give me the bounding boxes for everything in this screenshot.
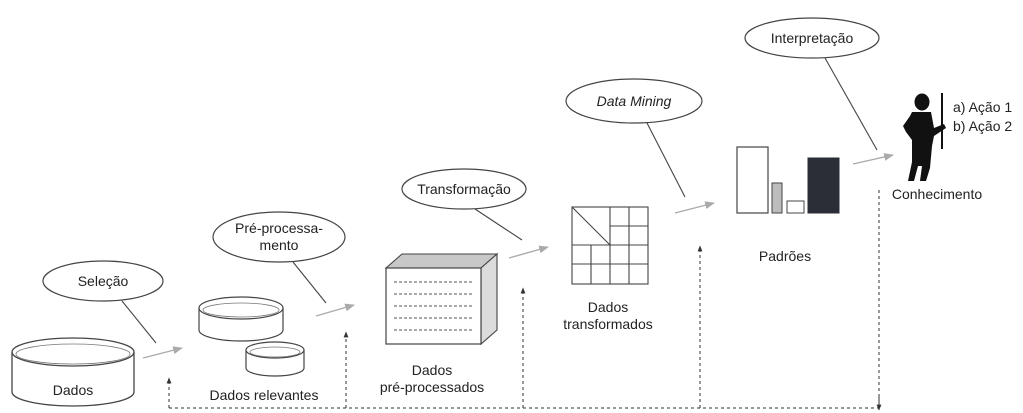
interpretacao-pointer <box>824 57 878 151</box>
arrow-3 <box>508 245 549 259</box>
action-1-label: a) Ação 1 <box>953 99 1012 115</box>
data-mining-bubble <box>565 78 703 124</box>
data-mining-pointer <box>646 122 686 198</box>
padroes-label: Padrões <box>759 248 811 264</box>
transformacao-pointer <box>474 208 523 241</box>
interpretacao-bubble <box>744 17 880 59</box>
interpretacao-label: Interpretação <box>771 30 854 46</box>
action-2-label: b) Ação 2 <box>953 118 1012 134</box>
person-icon <box>903 93 946 181</box>
preprocess-label-1: Pré-processa- <box>235 220 323 236</box>
dados-trans-label-2: transformados <box>563 316 652 332</box>
relevantes-cylinder-large <box>198 296 284 342</box>
dados-cylinder <box>11 337 135 407</box>
dados-trans-label-1: Dados <box>588 299 628 315</box>
preprocessed-box <box>384 252 499 346</box>
preprocess-pointer <box>292 261 327 304</box>
preprocess-bubble <box>212 211 346 263</box>
conhecimento-label: Conhecimento <box>892 186 982 202</box>
dados-pre-label-1: Dados <box>412 362 452 378</box>
selecao-label: Seleção <box>78 273 129 289</box>
arrow-4 <box>674 201 715 214</box>
selecao-bubble <box>42 260 164 302</box>
patterns-bars <box>736 146 840 214</box>
selecao-pointer <box>121 300 157 344</box>
transformacao-bubble <box>401 168 527 210</box>
data-mining-label: Data Mining <box>597 93 672 109</box>
arrow-2 <box>315 303 355 317</box>
transformacao-label: Transformação <box>417 181 511 197</box>
arrow-5 <box>852 153 894 165</box>
dados-relevantes-label: Dados relevantes <box>210 387 319 403</box>
relevantes-cylinder-small <box>245 341 305 377</box>
dados-label: Dados <box>53 382 93 398</box>
transformed-grid <box>571 206 649 285</box>
arrow-1 <box>142 346 183 359</box>
preprocess-label-2: mento <box>260 237 299 253</box>
dados-pre-label-2: pré-processados <box>380 379 484 395</box>
feedback-loop <box>166 190 880 409</box>
